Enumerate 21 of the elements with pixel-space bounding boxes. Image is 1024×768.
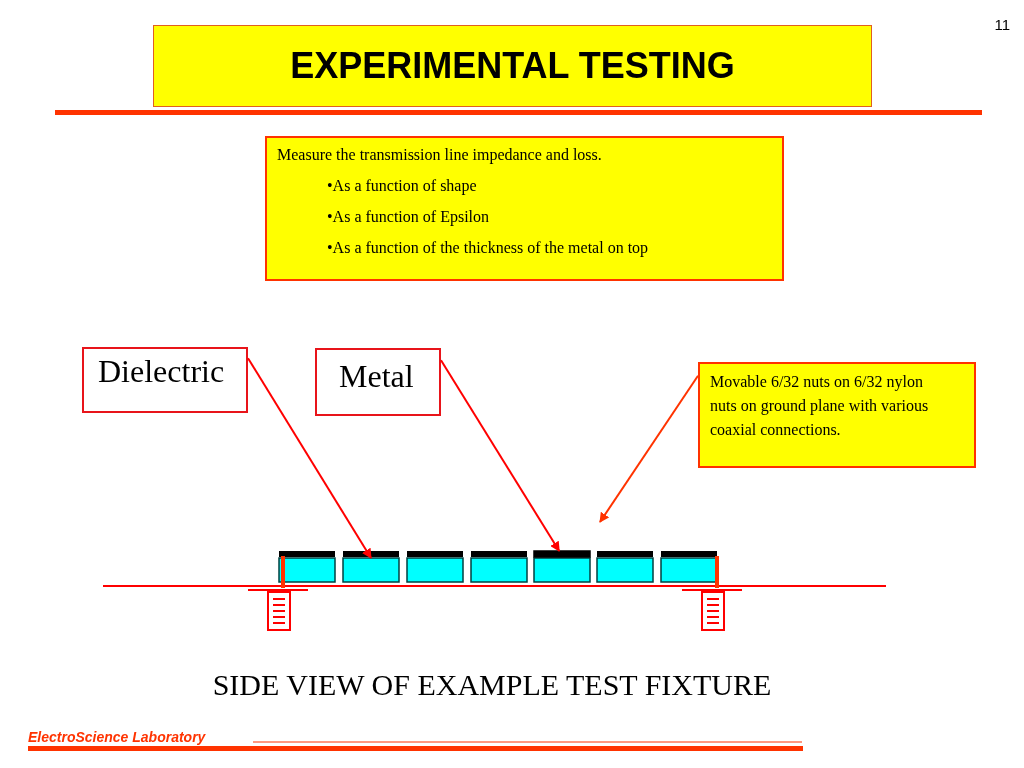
footer-text: ElectroScience Laboratory xyxy=(28,729,206,745)
title-box xyxy=(153,25,872,107)
leader-arrow xyxy=(599,374,699,523)
leader-arrow xyxy=(440,359,561,552)
note-box xyxy=(265,136,784,281)
label-box xyxy=(315,348,441,416)
callout-box xyxy=(698,362,976,468)
bullet-text: •As a function of shape xyxy=(327,177,478,195)
dielectric-block xyxy=(342,557,400,583)
label-text: Dielectric xyxy=(98,353,226,390)
bullet-text: •As a function of the thickness of the metal on top xyxy=(327,239,650,257)
bullet-text: •As a function of Epsilon xyxy=(327,208,491,226)
leader-arrow xyxy=(247,357,372,559)
page-number: 11 xyxy=(994,16,1010,33)
title-text: EXPERIMENTAL TESTING xyxy=(290,45,735,87)
metal-strip xyxy=(533,550,591,558)
caption-text: SIDE VIEW OF EXAMPLE TEST FIXTURE xyxy=(211,668,773,702)
note-text: Measure the transmission line impedance and loss. xyxy=(277,146,603,164)
callout-text: Movable 6/32 nuts on 6/32 nylon nuts on ground plane with various coaxial connections. xyxy=(710,372,930,440)
label-box xyxy=(82,347,248,413)
label-text: Metal xyxy=(339,358,415,395)
